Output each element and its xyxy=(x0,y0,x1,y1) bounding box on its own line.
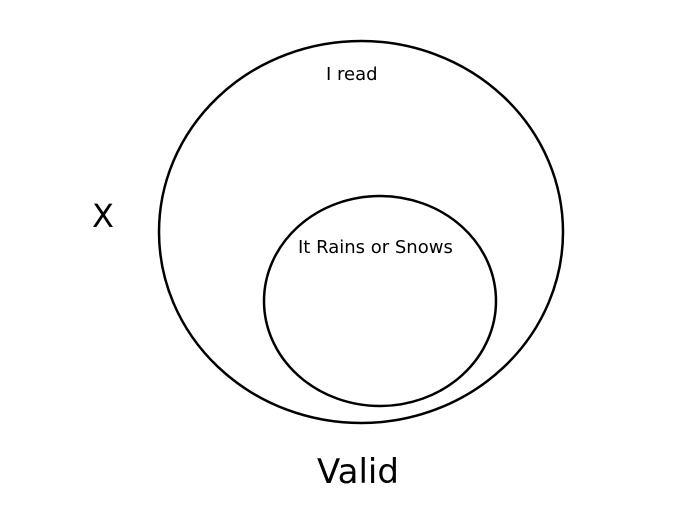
inner-set-label: It Rains or Snows xyxy=(298,237,453,258)
inner-set-circle xyxy=(262,194,498,408)
validity-verdict-label: Valid xyxy=(317,452,399,492)
outer-set-label: I read xyxy=(326,64,378,85)
x-mark-label: X xyxy=(92,197,114,235)
outer-set-circle xyxy=(157,39,565,425)
